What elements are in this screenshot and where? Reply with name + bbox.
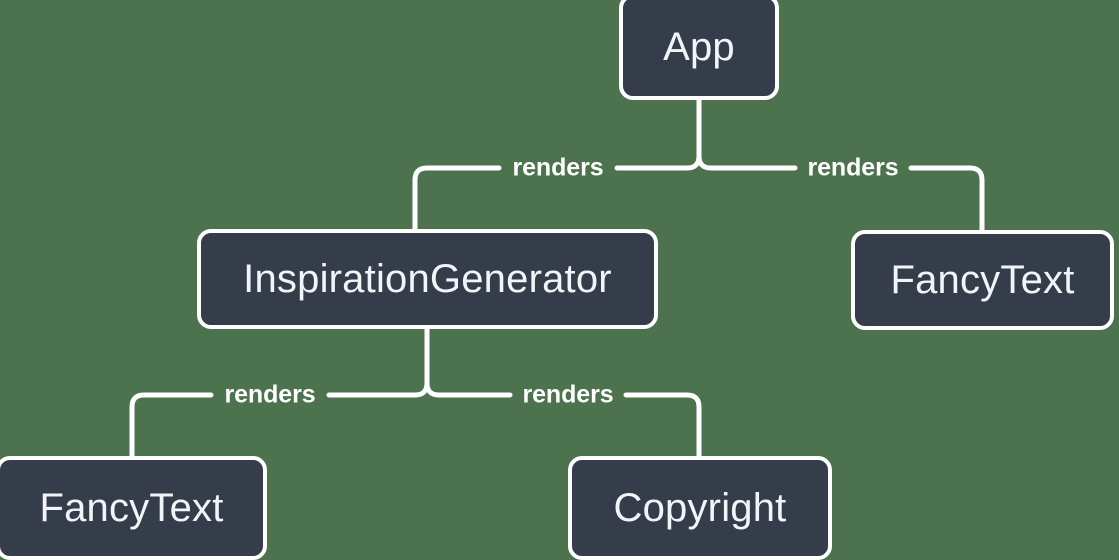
edge-label-inspirationgenerator-to-copyright: renders: [522, 380, 614, 409]
edge-app-to-inspirationgenerator: [412, 165, 502, 232]
edge-inspirationgenerator-to-copyright: [623, 392, 702, 459]
node-inspiration-generator-label: InspirationGenerator: [243, 257, 612, 301]
node-fancytext-right-label: FancyText: [890, 258, 1075, 302]
edge-app-stem: [614, 97, 702, 171]
node-copyright[interactable]: Copyright: [568, 456, 832, 560]
edge-label-app-to-inspirationgenerator: renders: [512, 153, 604, 182]
edge-inspirationgenerator-to-fancytext: [129, 392, 214, 459]
node-app[interactable]: App: [619, 0, 779, 100]
node-fancytext-bottom[interactable]: FancyText: [0, 456, 267, 560]
edge-label-app-to-fancytext-right: renders: [807, 153, 899, 182]
edge-inspirationgenerator-stem-right: [424, 380, 513, 398]
node-app-label: App: [663, 25, 735, 69]
node-inspiration-generator[interactable]: InspirationGenerator: [197, 229, 658, 329]
edge-label-inspirationgenerator-to-fancytext: renders: [224, 380, 316, 409]
edge-app-stem-right: [696, 153, 798, 171]
edge-inspirationgenerator-stem: [326, 326, 430, 398]
node-fancytext-right[interactable]: FancyText: [851, 230, 1114, 330]
node-fancytext-bottom-label: FancyText: [39, 486, 224, 530]
node-copyright-label: Copyright: [613, 486, 787, 530]
edge-app-to-fancytext-right: [908, 165, 985, 233]
